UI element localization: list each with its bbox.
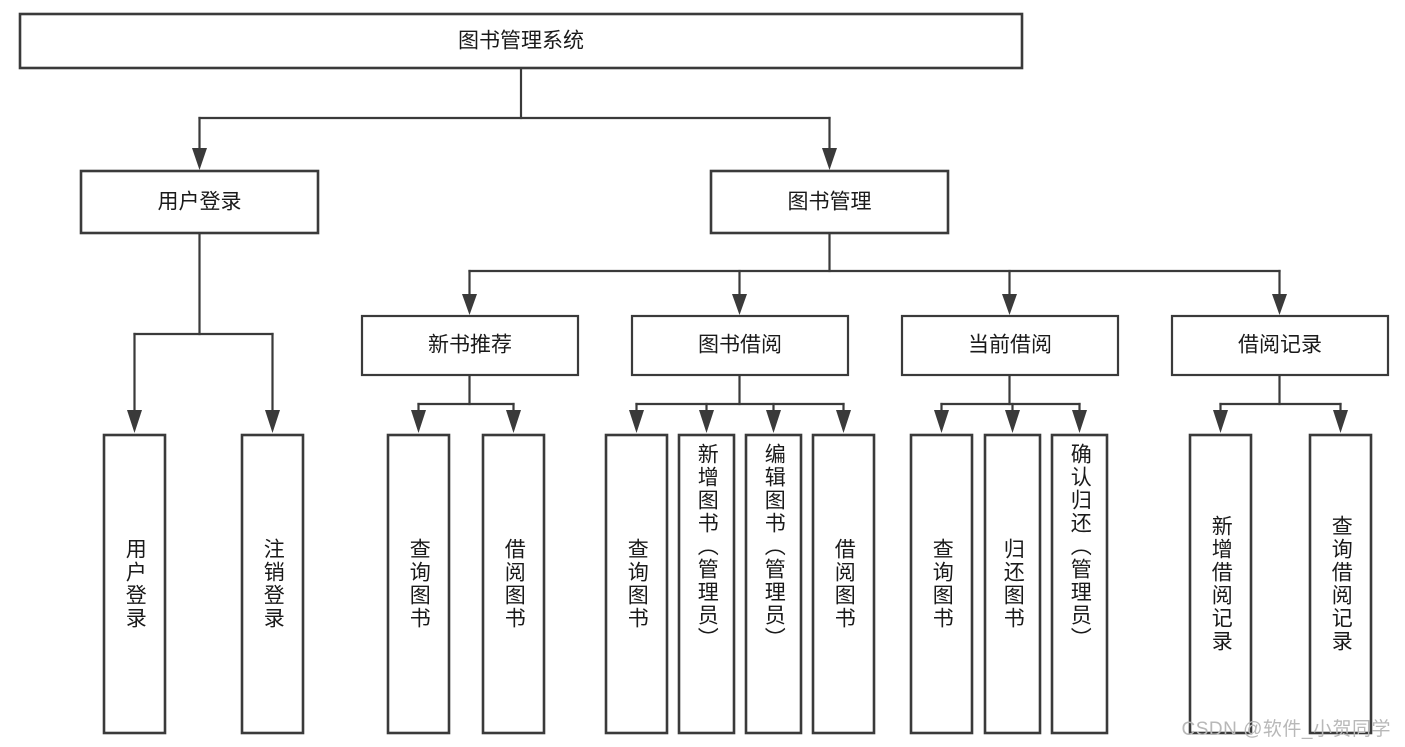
arrowhead-leaf-borrow-book-1: [506, 410, 521, 433]
node-new-book-rec-label: 新书推荐: [428, 334, 512, 357]
arrowhead-borrow-record: [1272, 294, 1287, 315]
leaf-box-borrow-book-1[interactable]: [481, 433, 546, 735]
arrowhead-user-login: [192, 148, 207, 170]
arrowhead-leaf-borrow-book-2: [836, 410, 851, 433]
leaf-box-query-book-2[interactable]: [604, 433, 669, 735]
arrowhead-leaf-edit-book: [766, 410, 781, 433]
arrowhead-leaf-return-book: [1005, 410, 1020, 433]
leaf-box-add-book[interactable]: [677, 433, 736, 735]
arrowhead-leaf-add-book: [699, 410, 714, 433]
node-new-book-rec-box[interactable]: [360, 314, 580, 377]
leaf-box-confirm-return[interactable]: [1050, 433, 1109, 735]
node-layer: 图书管理系统 用户登录 图书管理 新书推荐 图书借阅 当前: [18, 12, 1390, 735]
node-current-borrow-box[interactable]: [900, 314, 1120, 377]
node-new-book-rec[interactable]: 新书推荐: [360, 314, 580, 377]
leaf-box-query-book-1[interactable]: [386, 433, 451, 735]
node-borrow-record[interactable]: 借阅记录: [1170, 314, 1390, 377]
leaf-box-borrow-book-2[interactable]: [811, 433, 876, 735]
arrowhead-book-manage: [822, 148, 837, 170]
arrowhead-leaf-user-login: [127, 410, 142, 433]
node-book-borrow-box[interactable]: [630, 314, 850, 377]
node-root-label: 图书管理系统: [458, 30, 584, 53]
arrowhead-leaf-query-book-2: [629, 410, 644, 433]
arrowhead-leaf-user-logout: [265, 410, 280, 433]
node-current-borrow[interactable]: 当前借阅: [900, 314, 1120, 377]
node-user-login[interactable]: 用户登录: [79, 169, 320, 235]
arrowhead-leaf-query-book-3: [934, 410, 949, 433]
node-borrow-record-box[interactable]: [1170, 314, 1390, 377]
node-book-manage-box[interactable]: [709, 169, 950, 235]
node-book-manage-label: 图书管理: [788, 191, 872, 214]
node-user-login-box[interactable]: [79, 169, 320, 235]
node-user-login-label: 用户登录: [158, 191, 242, 214]
leaf-box-user-login[interactable]: [102, 433, 167, 735]
watermark-text: CSDN @软件_小贺同学: [1181, 719, 1391, 740]
leaf-box-edit-book[interactable]: [744, 433, 803, 735]
node-root[interactable]: 图书管理系统: [18, 12, 1024, 70]
leaf-box-query-record[interactable]: [1308, 433, 1373, 735]
node-current-borrow-label: 当前借阅: [968, 334, 1052, 357]
arrowhead-current-borrow: [1002, 294, 1017, 315]
arrowhead-leaf-query-record: [1333, 410, 1348, 433]
arrowhead-book-borrow: [732, 294, 747, 315]
node-root-box[interactable]: [18, 12, 1024, 70]
arrowhead-leaf-confirm-return: [1072, 410, 1087, 433]
leaf-box-return-book[interactable]: [983, 433, 1042, 735]
node-book-borrow[interactable]: 图书借阅: [630, 314, 850, 377]
leaf-box-user-logout[interactable]: [240, 433, 305, 735]
node-book-manage[interactable]: 图书管理: [709, 169, 950, 235]
leaf-box-add-record[interactable]: [1188, 433, 1253, 735]
connector-layer: [127, 66, 1348, 433]
leaf-box-query-book-3[interactable]: [909, 433, 974, 735]
node-borrow-record-label: 借阅记录: [1238, 334, 1322, 357]
node-book-borrow-label: 图书借阅: [698, 334, 782, 357]
arrowhead-leaf-add-record: [1213, 410, 1228, 433]
arrowhead-leaf-query-book-1: [411, 410, 426, 433]
arrowhead-new-book-rec: [462, 294, 477, 315]
